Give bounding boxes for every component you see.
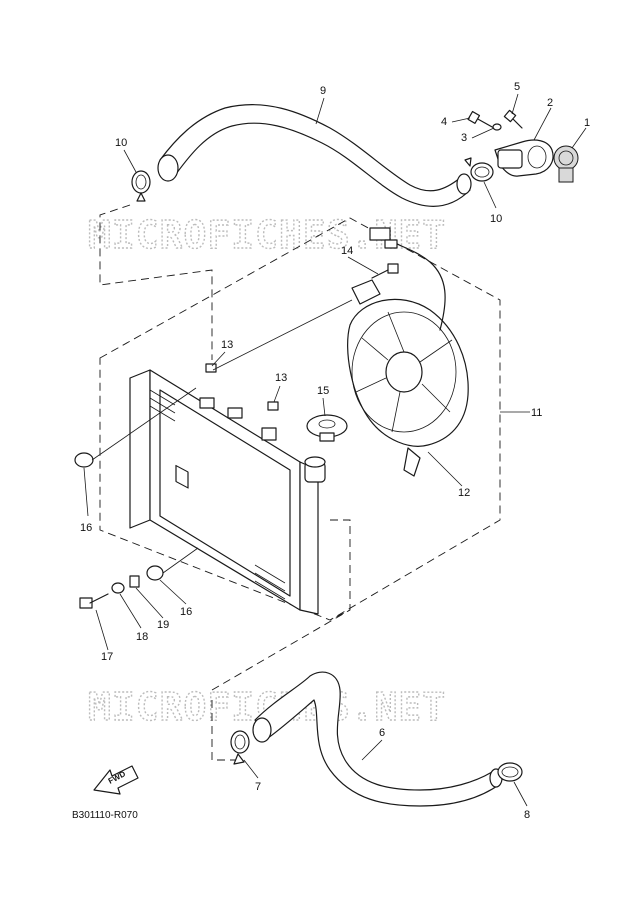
hose-clamp-8 [497, 762, 523, 782]
bolt-4 [467, 110, 495, 129]
callout-3: 3 [461, 132, 467, 144]
callout-19: 19 [157, 619, 169, 631]
collar-19 [129, 575, 140, 588]
hose-clamp-right [464, 157, 494, 182]
clip-13a [205, 363, 217, 373]
callout-2: 2 [547, 97, 553, 109]
cooling-fan-assembly [347, 227, 469, 477]
radiator-core [129, 369, 326, 615]
watermark-top: MICROFICHES.NET [88, 213, 446, 257]
callout-15: 15 [317, 385, 329, 397]
radiator-assembly-outline [99, 217, 501, 621]
lower-hose-leader-dash-2 [211, 609, 351, 691]
bolt-5 [503, 109, 523, 129]
grommet-16a [74, 452, 94, 468]
callout-18: 18 [136, 631, 148, 643]
lower-clamp-leader-dash [211, 700, 240, 761]
callout-13b: 13 [275, 372, 287, 384]
washer-18 [111, 582, 125, 594]
callout-14: 14 [341, 245, 353, 257]
hose-clamp-left [131, 170, 151, 202]
washer-3 [492, 123, 502, 131]
callout-7: 7 [255, 781, 261, 793]
callout-17: 17 [101, 651, 113, 663]
callout-16-right: 16 [180, 606, 192, 618]
thermostat-cap [553, 145, 579, 183]
callout-13a: 13 [221, 339, 233, 351]
callout-10-right: 10 [490, 213, 502, 225]
callout-8: 8 [524, 809, 530, 821]
upper-radiator-hose [157, 104, 472, 207]
lower-hose-leader-dash [329, 519, 351, 621]
bolt-17 [79, 593, 109, 609]
grommet-16b [146, 565, 164, 581]
diagram-code: B301110-R070 [72, 810, 138, 821]
callout-16-left: 16 [80, 522, 92, 534]
bolt-14 [371, 263, 399, 279]
clip-13b [267, 401, 279, 411]
callout-5: 5 [514, 81, 520, 93]
callout-12: 12 [458, 487, 470, 499]
callout-11: 11 [531, 407, 542, 419]
leader-lines [83, 93, 587, 807]
callout-9: 9 [320, 85, 326, 97]
callout-4: 4 [441, 116, 447, 128]
thermostat-housing [494, 139, 554, 177]
callout-10-left: 10 [115, 137, 127, 149]
hose-clamp-7 [230, 730, 250, 765]
callout-1: 1 [584, 117, 590, 129]
forward-arrow: FWD [93, 765, 139, 795]
callout-labels: 1 2 3 4 5 6 7 8 9 10 10 11 12 13 13 14 1… [80, 81, 590, 821]
radiator-cap [306, 414, 348, 442]
callout-6: 6 [379, 727, 385, 739]
